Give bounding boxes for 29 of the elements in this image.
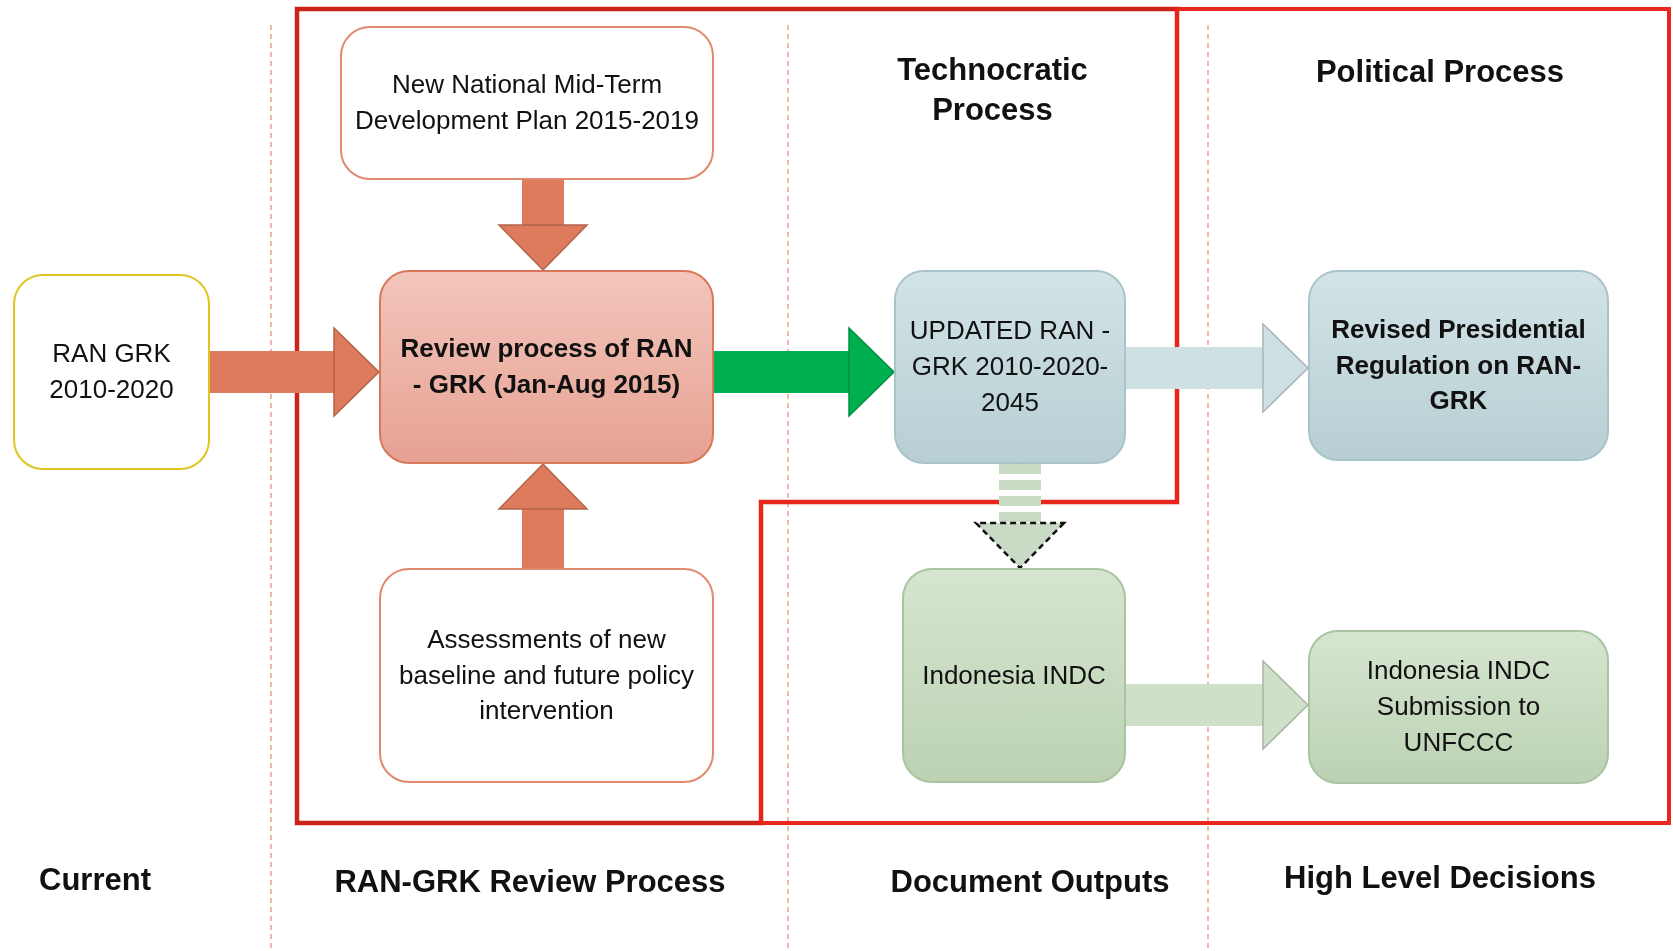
column-label: RAN-GRK Review Process [333,863,727,901]
column-label: Current [38,861,152,899]
column-heading: Technocratic Process [896,51,1089,130]
output-box [894,270,1126,464]
decision-box [1308,630,1609,784]
node-text: Assessments of new baseline and future policy intervention [398,622,695,728]
node-text: Review process of RAN - GRK (Jan-Aug 2015) [399,332,694,401]
input-box [379,568,714,783]
node-text: UPDATED RAN - GRK 2010-2020-2045 [908,314,1112,419]
node-text: Indonesia INDC Submission to UNFCCC [1365,654,1552,759]
node-text: RAN GRK 2010-2020 [48,337,175,406]
block-arrow [498,180,588,271]
node-text: Revised Presidential Regulation on RAN-GRK [1330,312,1587,418]
block-arrow [714,327,895,417]
output-box [902,568,1126,783]
block-arrow [1126,323,1309,413]
input-box [340,26,714,180]
block-arrow [1126,660,1309,750]
column-label: Document Outputs [889,863,1171,901]
process-box [379,270,714,464]
block-arrow [498,463,588,568]
column-heading: Political Process [1314,53,1566,91]
column-label: High Level Decisions [1283,859,1597,897]
block-arrow [210,327,380,417]
node-text: New National Mid-Term Development Plan 2015-2019 [354,68,700,137]
start-box [13,274,210,470]
block-arrow [974,464,1066,570]
node-text: Indonesia INDC [922,658,1106,692]
decision-box [1308,270,1609,461]
